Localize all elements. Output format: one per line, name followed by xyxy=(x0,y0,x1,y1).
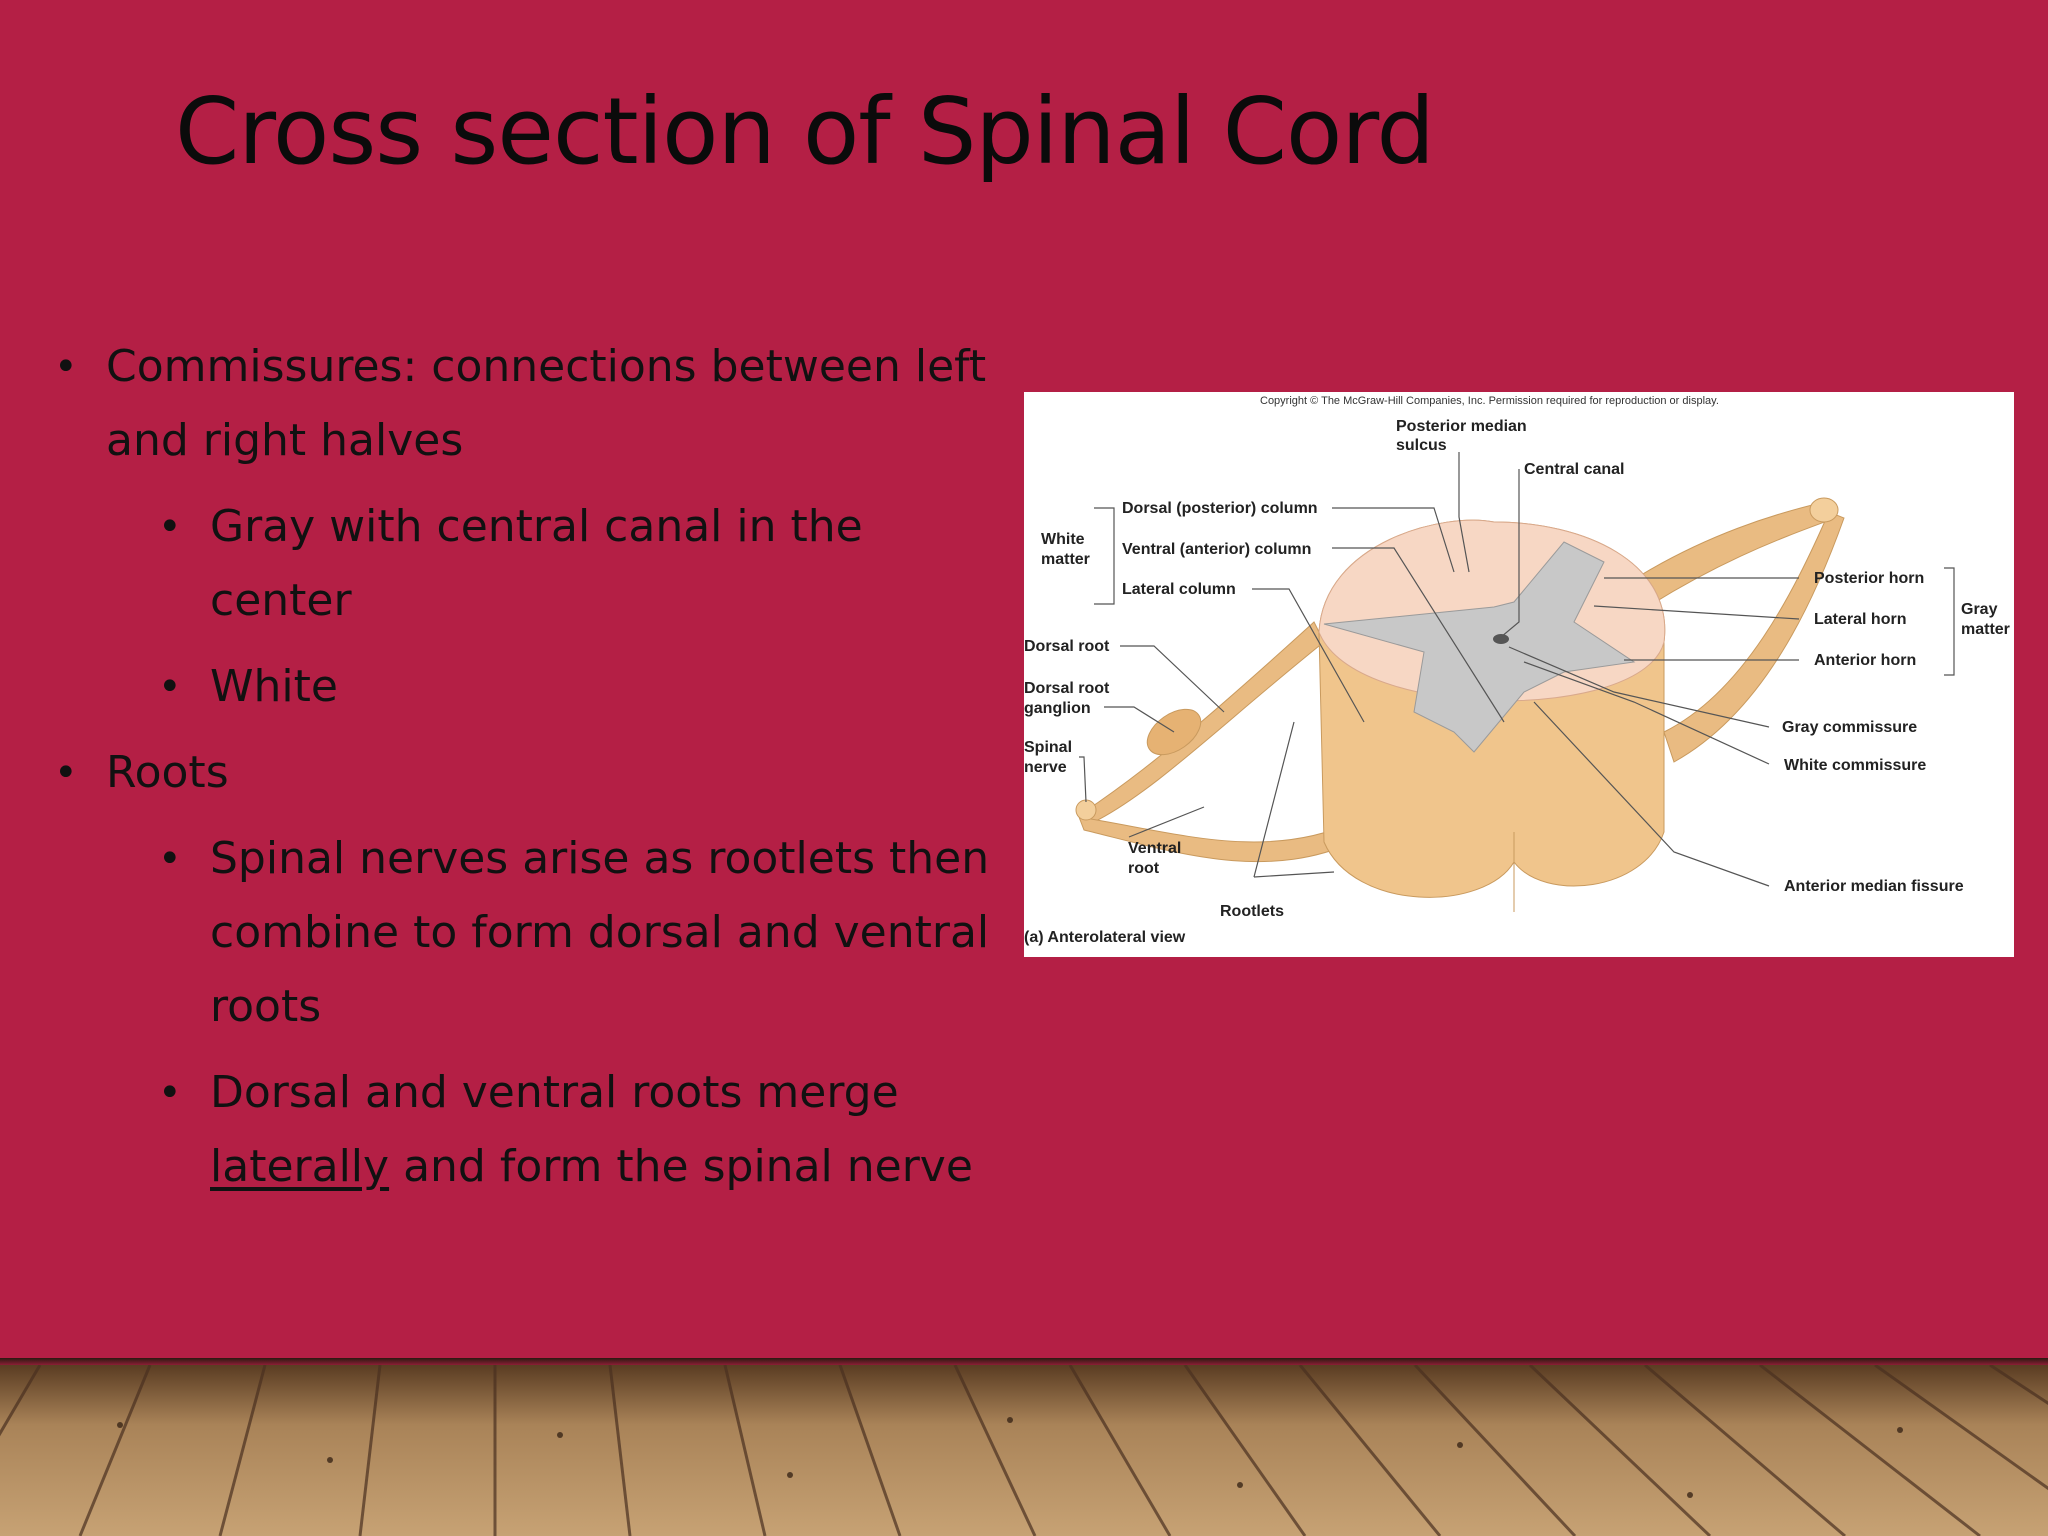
laterally-underlined: laterally xyxy=(210,1141,390,1192)
label-white-matter: White xyxy=(1041,531,1085,548)
nerve-end-right xyxy=(1809,497,1839,523)
label-ganglion: ganglion xyxy=(1024,700,1091,717)
nerve-end-left xyxy=(1075,799,1097,821)
wooden-floor xyxy=(0,1365,2048,1536)
label-spinal-nerve: Spinal xyxy=(1024,739,1072,756)
spinal-cord-diagram: Copyright © The McGraw-Hill Companies, I… xyxy=(1024,392,2014,957)
label-ventral-column: Ventral (anterior) column xyxy=(1122,541,1311,558)
bullet-list: Commissures: connections between left an… xyxy=(50,330,990,1216)
merge-text: Dorsal and ventral roots merge xyxy=(210,1067,899,1118)
slide-background: Cross section of Spinal Cord Commissures… xyxy=(0,0,2048,1365)
label-anterior-median-fissure: Anterior median fissure xyxy=(1784,878,1964,895)
bullet-roots: Roots xyxy=(50,736,990,810)
label-white-commissure: White commissure xyxy=(1784,757,1926,774)
label-rootlets: Rootlets xyxy=(1220,903,1284,920)
bullet-gray: Gray with central canal in the center xyxy=(50,490,990,638)
bullet-merge: Dorsal and ventral roots mergelaterally … xyxy=(50,1056,990,1204)
right-ventral-root xyxy=(1663,511,1845,763)
bullet-commissures: Commissures: connections between left an… xyxy=(50,330,990,478)
label-gray-commissure: Gray commissure xyxy=(1782,719,1917,736)
label-white-matter-2: matter xyxy=(1041,551,1090,568)
label-sulcus: sulcus xyxy=(1396,437,1447,454)
bullet-white: White xyxy=(50,650,990,724)
bullet-spinal-nerves: Spinal nerves arise as rootlets then com… xyxy=(50,822,990,1044)
label-lateral-column: Lateral column xyxy=(1122,581,1236,598)
label-root: root xyxy=(1128,860,1160,877)
label-posterior-median-sulcus: Posterior median xyxy=(1396,418,1527,435)
diagram-svg: Copyright © The McGraw-Hill Companies, I… xyxy=(1024,395,2010,946)
label-view: (a) Anterolateral view xyxy=(1024,929,1186,946)
label-central-canal: Central canal xyxy=(1524,461,1624,478)
leader-lines xyxy=(1079,452,1955,887)
label-nerve: nerve xyxy=(1024,759,1067,776)
floor-svg xyxy=(0,1365,2048,1536)
label-ventral-root: Ventral xyxy=(1128,840,1181,857)
label-anterior-horn: Anterior horn xyxy=(1814,652,1916,669)
copyright-text: Copyright © The McGraw-Hill Companies, I… xyxy=(1260,395,1719,407)
label-lateral-horn: Lateral horn xyxy=(1814,611,1906,628)
gray-matter-shape xyxy=(1323,541,1636,753)
label-posterior-horn: Posterior horn xyxy=(1814,570,1924,587)
slide-title: Cross section of Spinal Cord xyxy=(175,78,1435,185)
label-dorsal-column: Dorsal (posterior) column xyxy=(1122,500,1318,517)
floor-shadow xyxy=(0,1358,2048,1368)
label-dorsal-root: Dorsal root xyxy=(1024,638,1110,655)
label-gray-matter-2: matter xyxy=(1961,621,2010,638)
label-gray-matter: Gray xyxy=(1961,601,1998,618)
dorsal-root-shape xyxy=(1083,621,1325,823)
merge-rest-text: and form the spinal nerve xyxy=(403,1141,973,1192)
central-canal-shape xyxy=(1493,634,1509,644)
label-dorsal-root-ganglion: Dorsal root xyxy=(1024,680,1110,697)
ventral-root-shape xyxy=(1078,816,1355,863)
